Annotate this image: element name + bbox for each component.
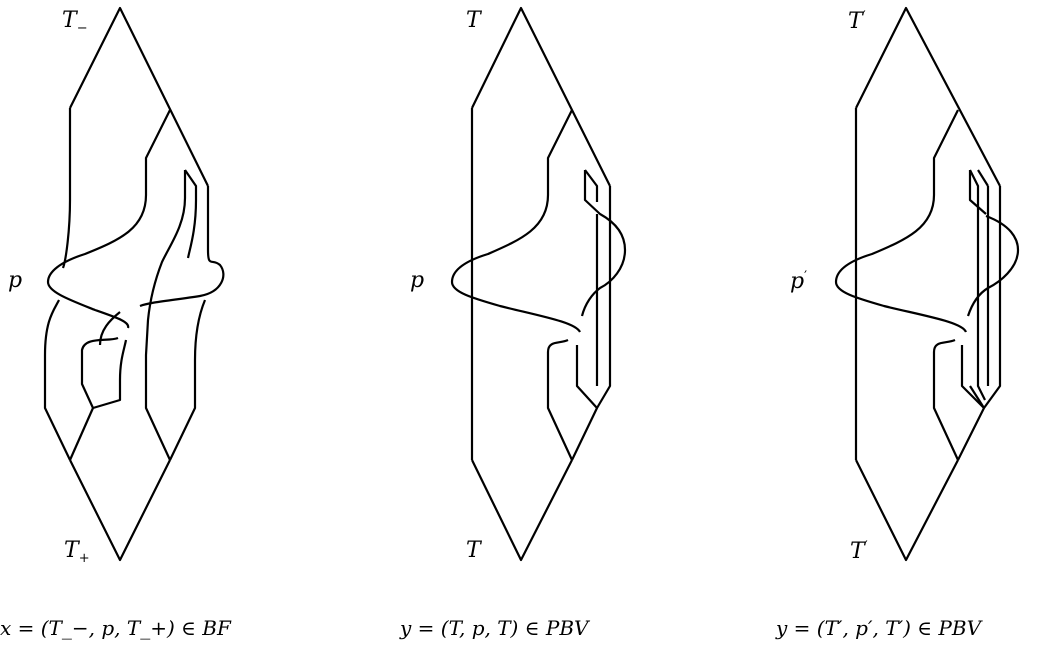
left-top-tree-outer (69, 6, 209, 187)
center-mid-label: p (410, 268, 425, 293)
right-inner-branch (834, 109, 968, 333)
center-inner-lines (580, 170, 627, 317)
left-caption: x = (T_−, p, T_+) ∈ BF (0, 616, 231, 640)
left-inner-branch (46, 109, 171, 329)
right-caption: y = (T′, p′, T′) ∈ PBV (776, 616, 982, 640)
center-bottom-label: T (466, 538, 481, 563)
center-inner-branch (450, 109, 581, 333)
left-right-strand (139, 186, 225, 308)
left-outer-strand (61, 108, 72, 269)
panel-left-strands (43, 6, 225, 562)
panel-center-strands (450, 6, 627, 562)
right-bottom-label: T′ (850, 539, 868, 564)
center-caption: y = (T, p, T) ∈ PBV (400, 616, 589, 640)
left-bottom-label: T+ (64, 538, 90, 566)
left-top-label: T− (62, 8, 88, 36)
panel-right-strands (834, 6, 1020, 562)
left-bottom-strands (92, 339, 128, 410)
right-top-tree (855, 6, 1001, 187)
right-mid-label: p′ (790, 269, 808, 294)
center-top-tree (471, 6, 611, 187)
right-top-label: T′ (848, 9, 866, 34)
left-branch-b (144, 170, 187, 461)
center-top-label: T (466, 8, 481, 33)
left-mid-label: p (8, 268, 23, 293)
